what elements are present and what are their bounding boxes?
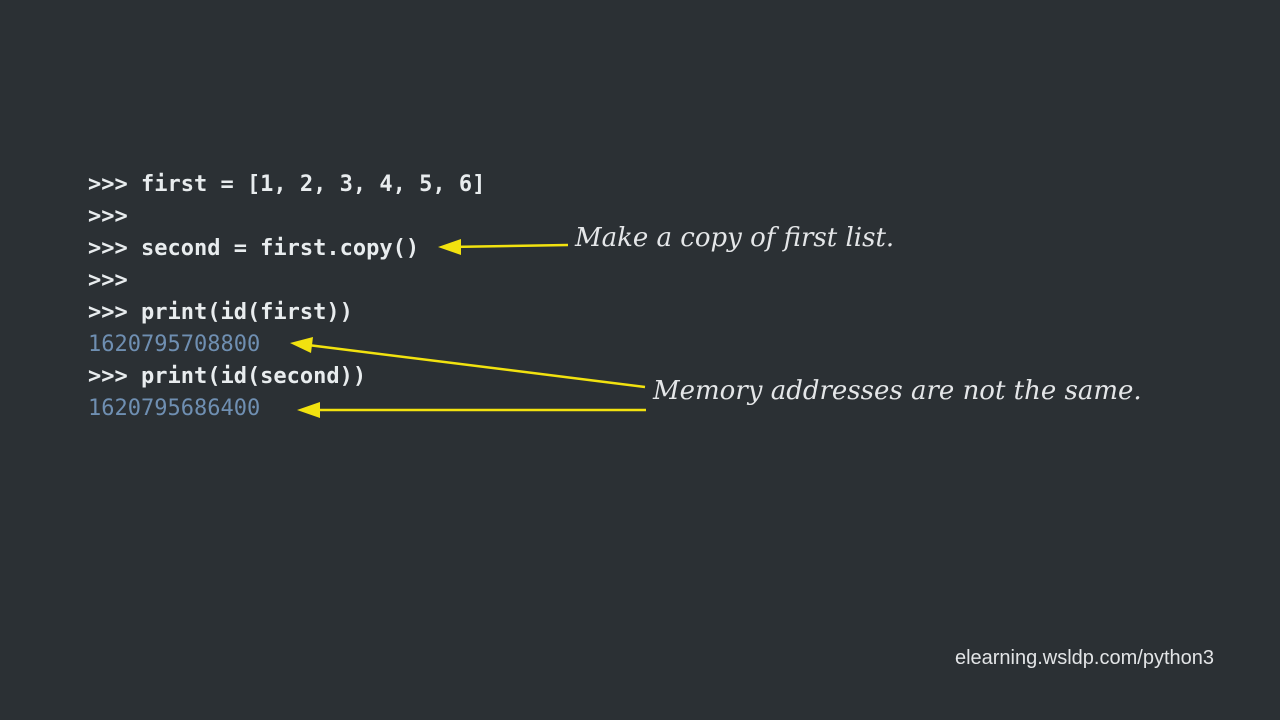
console-line-print-id-first: >>> print(id(first)) [88,300,353,325]
arrow-copy [438,239,569,255]
arrow-memory-first [290,337,646,389]
annotation-copy-text: Make a copy of first list. [575,223,895,253]
annotation-memory-text: Memory addresses are not the same. [653,376,1142,406]
python-console: >>> first = [1, 2, 3, 4, 5, 6] >>> >>> s… [88,169,485,425]
console-output-id-second: 1620795686400 [88,396,261,421]
console-output-id-first: 1620795708800 [88,332,261,357]
console-line-copy: >>> second = first.copy() [88,236,420,261]
console-line-empty-prompt: >>> [88,204,128,229]
arrow-memory-second [297,402,646,418]
console-line-assign-first: >>> first = [1, 2, 3, 4, 5, 6] [88,172,486,197]
console-line-print-id-second: >>> print(id(second)) [88,364,367,389]
console-line-empty-prompt: >>> [88,268,128,293]
footer-url: elearning.wsldp.com/python3 [954,647,1214,669]
